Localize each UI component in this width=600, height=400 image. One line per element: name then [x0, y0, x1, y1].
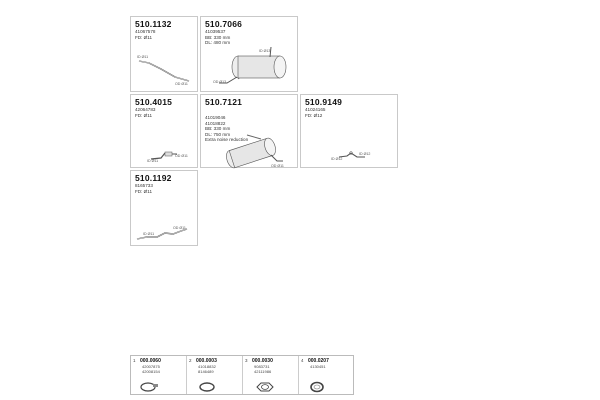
gasket-icon — [256, 382, 274, 392]
feature-note: Extra noise reduction — [205, 137, 249, 143]
accessory-ref: 9083731 — [254, 364, 270, 369]
accessory-part-number: 000.0030 — [252, 357, 273, 364]
part-meta: 8165733 FD: Ø11 — [135, 183, 153, 194]
accessory-cell-3[interactable]: 3 000.0030 9083731 42111986 — [243, 356, 299, 394]
inlet-label: ID Ø11 — [147, 159, 158, 163]
accessory-index: 1 — [133, 358, 136, 363]
part-card-510-4015[interactable]: 510.4015 42064783 FD: Ø11 ID Ø11 OD Ø11 — [130, 94, 198, 168]
accessory-refs: 9083731 42111986 — [254, 364, 272, 375]
accessory-ref: 8146489 — [198, 368, 214, 374]
exhaust-pipe-drawing: ID Ø11 OD Ø11 — [136, 226, 188, 240]
oe-number-2: 41018822 — [205, 120, 226, 126]
part-card-510-1192[interactable]: 510.1192 8165733 FD: Ø11 ID Ø11 OD Ø11 — [130, 170, 198, 246]
accessory-cell-1[interactable]: 1 000.0060 42007875 42008154 — [131, 356, 187, 394]
body-length: BB: 330 mm — [205, 126, 231, 132]
upper-pipe-label: ID Ø13 — [259, 49, 270, 53]
part-meta: 41019046 41018822 BB: 330 mm DL: 750 mm … — [205, 115, 248, 143]
part-meta: 42064783 FD: Ø11 — [135, 107, 155, 118]
accessory-refs: 41018832 8146489 — [198, 364, 216, 375]
exhaust-pipe-drawing: ID Ø12 ID Ø12 — [331, 151, 370, 161]
silencer-drawing: ID Ø13 OD Ø13 — [213, 46, 287, 84]
inlet-label: ID Ø11 — [137, 55, 148, 59]
accessory-index: 2 — [189, 358, 192, 363]
inlet-label: ID Ø12 — [331, 157, 342, 161]
part-meta: 41024165 FD: Ø12 — [305, 107, 325, 118]
part-number: 510.7066 — [205, 19, 243, 29]
part-meta: 41067578 FD: Ø11 — [135, 29, 155, 40]
part-number: 510.9149 — [305, 97, 343, 107]
total-length: DL: 750 mm — [205, 131, 231, 137]
accessory-ref: 42111986 — [254, 368, 272, 374]
inlet-label: ID Ø11 — [143, 232, 154, 236]
part-number: 510.1192 — [135, 173, 172, 183]
total-length: DL: 480 mm — [205, 40, 231, 46]
body-length: BB: 330 mm — [205, 34, 231, 40]
ring-clamp-icon — [199, 382, 215, 392]
part-number: 510.4015 — [135, 97, 173, 107]
silencer-drawing: OD Ø11 — [226, 134, 284, 169]
oe-number: 41067578 — [135, 29, 156, 34]
accessory-cell-4[interactable]: 4 000.0207 4130451 — [299, 356, 353, 394]
pipe-diameter: FD: Ø11 — [135, 34, 153, 40]
pipe-diameter: FD: Ø11 — [135, 112, 153, 118]
outlet-label: ID Ø12 — [359, 152, 370, 156]
outlet-label: OD Ø11 — [173, 226, 186, 230]
oe-number: 8165733 — [135, 183, 153, 188]
accessory-refs: 4130451 — [310, 364, 326, 370]
part-card-510-9149[interactable]: 510.9149 41024165 FD: Ø12 ID Ø12 ID Ø12 — [300, 94, 398, 168]
oe-number: 41019046 — [205, 115, 226, 120]
lower-pipe-label: OD Ø13 — [213, 80, 226, 84]
oe-number: 41039537 — [205, 29, 226, 34]
exhaust-pipe-drawing: ID Ø11 OD Ø11 — [137, 55, 190, 86]
outlet-label: OD Ø11 — [271, 164, 284, 168]
part-card-510-7121[interactable]: 510.7121 41019046 41018822 BB: 330 mm DL… — [200, 94, 298, 169]
oe-number: 42064783 — [135, 107, 156, 112]
oe-number: 41024165 — [305, 107, 326, 112]
clamp-icon — [140, 382, 158, 392]
accessory-part-number: 000.0207 — [308, 357, 329, 364]
pipe-diameter: FD: Ø11 — [135, 188, 153, 194]
pipe-diameter: FD: Ø12 — [305, 112, 323, 118]
accessory-index: 4 — [301, 358, 304, 363]
accessory-ref: 4130451 — [310, 364, 326, 369]
accessory-part-number: 000.0003 — [196, 357, 217, 364]
accessory-index: 3 — [245, 358, 248, 363]
part-number: 510.7121 — [205, 97, 243, 107]
accessory-ref: 42007875 — [142, 364, 160, 369]
outlet-label: OD Ø11 — [175, 82, 188, 86]
accessories-strip: 1 000.0060 42007875 42008154 2 000.0003 … — [130, 355, 354, 395]
accessory-cell-2[interactable]: 2 000.0003 41018832 8146489 — [187, 356, 243, 394]
outlet-label: OD Ø11 — [175, 154, 188, 158]
accessory-refs: 42007875 42008154 — [142, 364, 160, 375]
part-meta: 41039537 BB: 330 mm DL: 480 mm — [205, 29, 230, 46]
part-number: 510.1132 — [135, 19, 172, 29]
part-card-510-1132[interactable]: 510.1132 41067578 FD: Ø11 ID Ø11 OD Ø11 — [130, 16, 198, 92]
exhaust-pipe-drawing: ID Ø11 OD Ø11 — [147, 151, 188, 163]
accessory-part-number: 000.0060 — [140, 357, 161, 364]
accessory-ref: 42008154 — [142, 368, 160, 374]
flange-ring-icon — [310, 381, 324, 393]
part-card-510-7066[interactable]: 510.7066 41039537 BB: 330 mm DL: 480 mm … — [200, 16, 298, 92]
accessory-ref: 41018832 — [198, 364, 216, 369]
